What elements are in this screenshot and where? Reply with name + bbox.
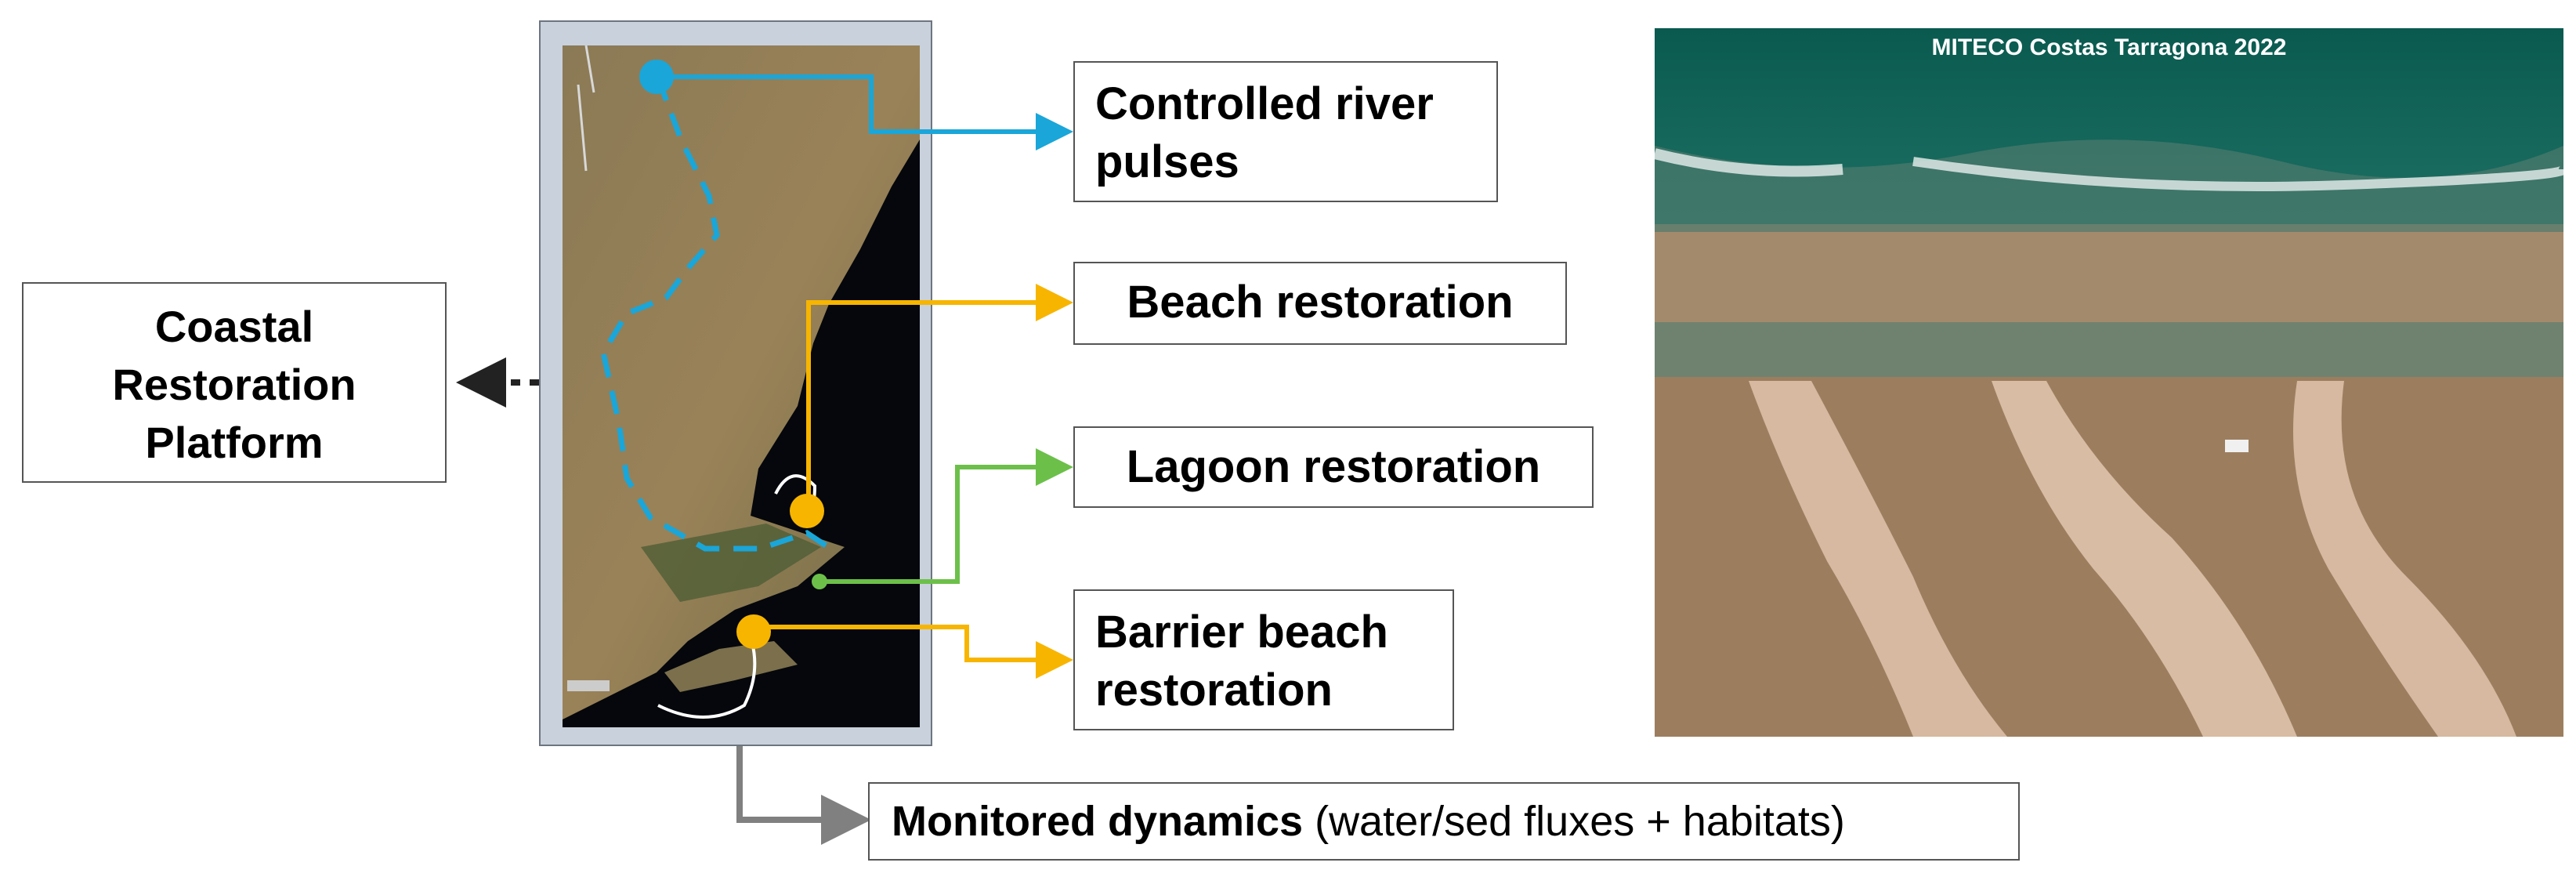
photo-caption: MITECO Costas Tarragona 2022 xyxy=(1932,34,2287,60)
barrier-beach-restoration-box: Barrier beach restoration xyxy=(1073,589,1454,730)
platform-label-line3: Platform xyxy=(145,418,324,467)
lagoon-connector-arrow xyxy=(819,448,1073,584)
beach-connector-arrow xyxy=(806,284,1073,511)
barrier-shoreline-trace xyxy=(657,642,757,719)
controlled-river-pulses-box: Controlled river pulses xyxy=(1073,61,1498,202)
lagoon-label: Lagoon restoration xyxy=(1126,441,1541,492)
beach-restoration-box: Beach restoration xyxy=(1073,262,1567,345)
platform-label-line1: Coastal xyxy=(154,302,314,351)
river-connector-arrow xyxy=(657,74,1073,150)
barrier-marker xyxy=(736,614,771,649)
monitoring-connector-arrow xyxy=(736,746,871,845)
monitoring-label-regular: (water/sed fluxes + habitats) xyxy=(1303,798,1845,845)
lagoon-restoration-box: Lagoon restoration xyxy=(1073,426,1594,508)
platform-label-line2: Restoration xyxy=(112,360,356,409)
river-label-line2: pulses xyxy=(1095,136,1239,187)
coastal-restoration-platform-box: Coastal Restoration Platform xyxy=(22,282,447,483)
satellite-map xyxy=(563,45,920,727)
beach-label: Beach restoration xyxy=(1127,277,1514,328)
barrier-connector-arrow xyxy=(754,625,1073,679)
river-label-line1: Controlled river xyxy=(1095,78,1434,129)
aerial-beach-photo: MITECO Costas Tarragona 2022 xyxy=(1655,28,2563,737)
barrier-label-line1: Barrier beach xyxy=(1095,607,1388,658)
monitoring-label-bold: Monitored dynamics xyxy=(892,798,1304,845)
river-course-line xyxy=(600,77,832,552)
barrier-label-line2: restoration xyxy=(1095,665,1333,716)
monitored-dynamics-box: Monitored dynamics (water/sed fluxes + h… xyxy=(868,782,2020,861)
